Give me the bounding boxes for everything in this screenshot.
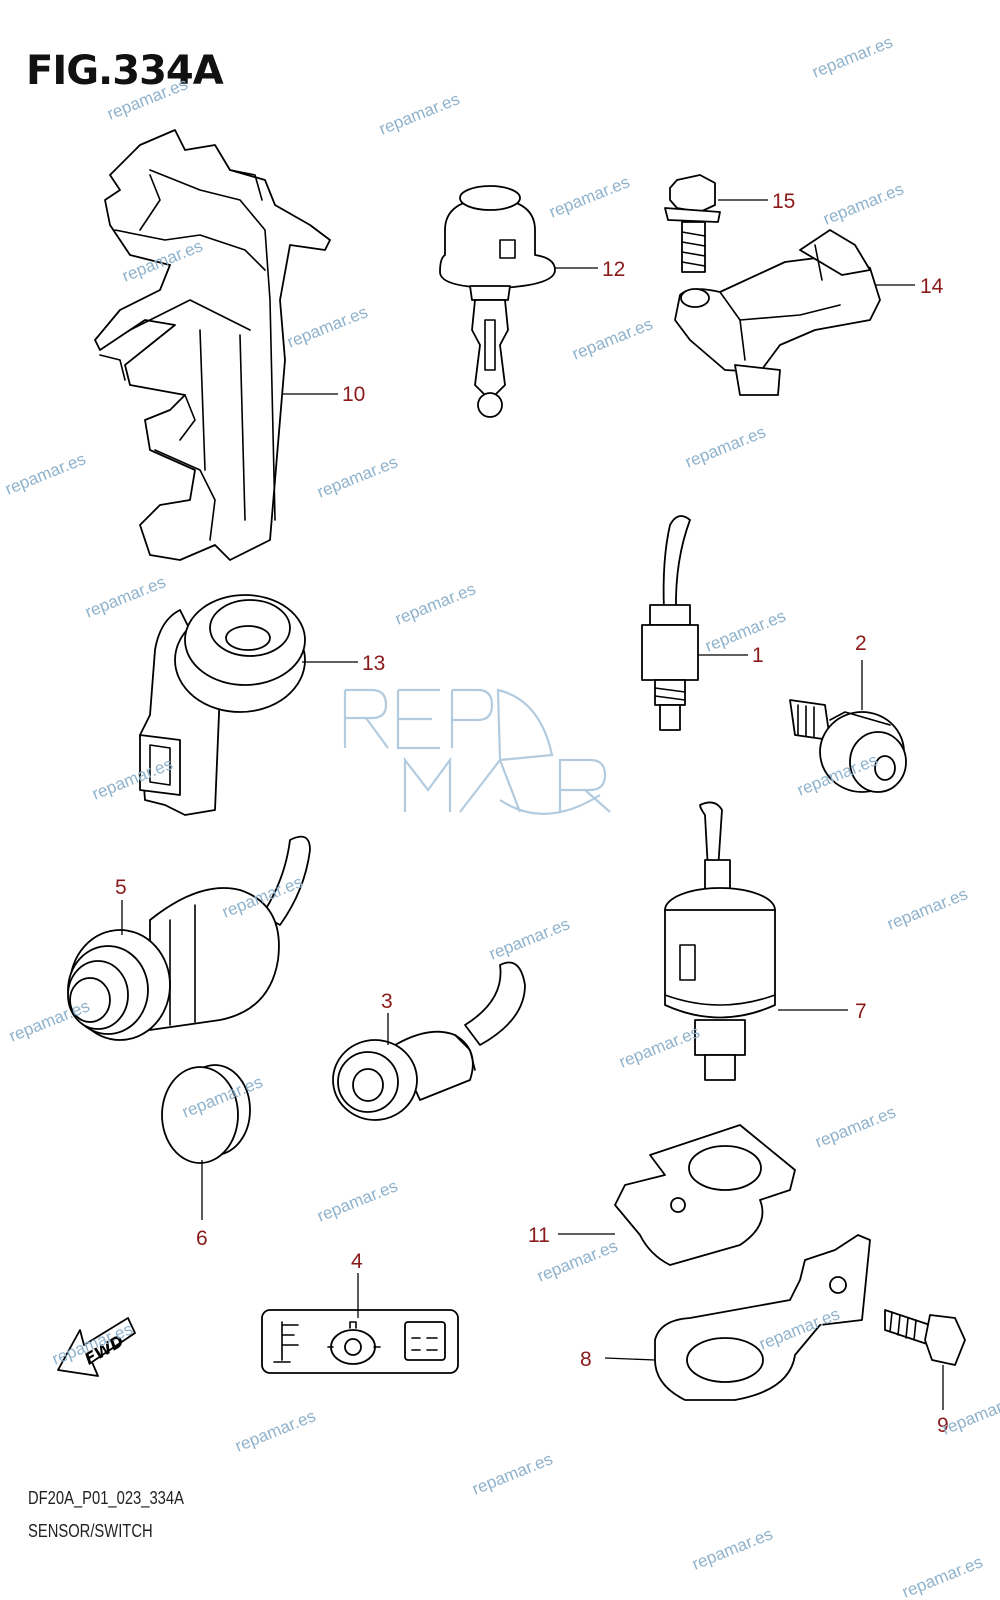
watermark-text: repamar.es [376,89,462,138]
part-10-bracket [94,129,331,561]
part-9-bolt [884,1309,966,1366]
callout-8: 8 [580,1348,592,1371]
part-14-map-sensor [674,229,881,396]
temperature-icon [273,1321,299,1363]
figure-code: DF20A_P01_023_334A [28,1488,184,1508]
watermark-text: repamar.es [314,452,400,501]
callout-10: 10 [342,383,365,406]
part-12-sensor [439,185,556,418]
watermark-text: repamar.es [104,74,190,123]
figure-name: SENSOR/SWITCH [28,1521,153,1541]
callout-2: 2 [855,632,867,655]
battery-icon [404,1321,446,1361]
watermark-text: repamar.es [820,179,906,228]
oil-pressure-icon [327,1321,381,1365]
repamar-logo [343,688,611,815]
watermark-text: repamar.es [284,302,370,351]
callout-4: 4 [351,1250,363,1273]
watermark-text: repamar.es [569,314,655,363]
callout-13: 13 [362,652,385,675]
callout-11: 11 [528,1224,550,1247]
watermark-text: repamar.es [392,579,478,628]
watermark-text: repamar.es [812,1102,898,1151]
watermark-text: repamar.es [616,1022,702,1071]
watermark-text: repamar.es [2,449,88,498]
part-5-switch [67,835,311,1041]
watermark-text: repamar.es [314,1176,400,1225]
part-15-bolt [664,174,721,273]
part-1-temp-sensor [641,515,699,731]
watermark-text: repamar.es [546,172,632,221]
callout-1: 1 [752,644,764,667]
part-2-knock-sensor [789,699,907,793]
part-4-label-plate [261,1309,459,1374]
watermark-text: repamar.es [682,422,768,471]
figure-title: FIG.334A [26,48,224,94]
callout-15: 15 [772,190,795,213]
watermark-text: repamar.es [469,1449,555,1498]
callouts: 1 2 3 4 5 6 7 8 9 10 11 12 13 14 15 [115,190,949,1437]
leader-lines [121,199,944,1410]
watermark-text: repamar.es [809,32,895,81]
callout-14: 14 [920,275,944,298]
watermark-text: repamar.es [689,1524,775,1573]
part-6-cap [161,1064,251,1164]
part-13-grommet [139,594,306,816]
watermark-text: repamar.es [899,1552,985,1600]
watermark-text: repamar.es [884,884,970,933]
callout-12: 12 [602,258,625,281]
callout-5: 5 [115,876,127,899]
callout-6: 6 [196,1227,208,1250]
watermark-text: repamar.es [486,914,572,963]
part-7-pressure-switch [664,801,776,1081]
part-3-switch [332,961,526,1121]
watermark-text: repamar.es [82,572,168,621]
watermark-text: repamar.es [702,606,788,655]
callout-7: 7 [855,1000,867,1023]
callout-9: 9 [937,1414,949,1437]
callout-3: 3 [381,990,393,1013]
part-11-clip [614,1124,796,1266]
watermark-text: repamar.es [232,1406,318,1455]
part-8-bracket [654,1234,871,1401]
